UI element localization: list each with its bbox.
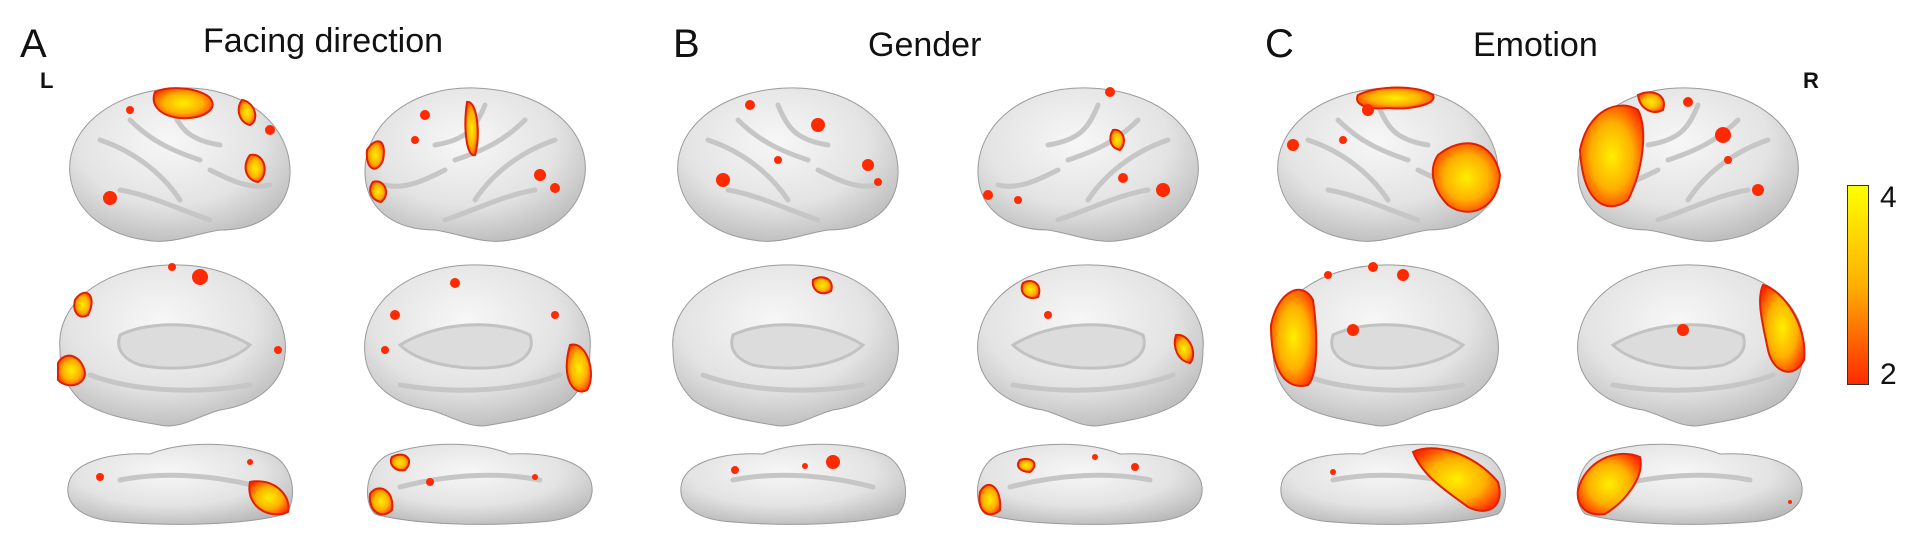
brain-a-right-medial [364,264,592,427]
colorbar-max-label: 4 [1880,181,1897,214]
brain-c-left-lateral [1277,86,1502,242]
colorbar-min-label: 2 [1880,358,1897,391]
brain-a-right-ventral [366,443,593,525]
panel-title-c: Emotion [1473,26,1598,64]
panel-letter-c: C [1265,22,1294,66]
brain-b-right-lateral [977,87,1199,242]
panel-letter-a: A [20,22,47,66]
brain-a-left-medial [57,263,286,427]
brain-c-right-ventral [1576,443,1803,525]
brain-c-left-medial [1269,262,1499,427]
hemisphere-label-left: L [40,68,54,93]
brain-b-left-ventral [680,443,907,525]
brain-b-left-medial [672,264,899,427]
brain-b-right-ventral [976,443,1203,525]
panel-title-a: Facing direction [203,22,444,60]
brain-c-right-lateral [1577,87,1799,242]
brain-c-left-ventral [1280,443,1507,525]
brain-a-right-lateral [364,87,586,242]
brain-a-left-ventral [67,443,294,525]
brain-c-right-medial [1577,264,1806,427]
panel-title-b: Gender [868,26,982,64]
hemisphere-label-right: R [1803,68,1819,93]
brain-a-left-lateral [69,87,291,242]
colorbar [1847,185,1869,385]
panel-letter-b: B [673,22,700,66]
brain-b-left-lateral [677,87,899,242]
brain-b-right-medial [977,264,1204,427]
